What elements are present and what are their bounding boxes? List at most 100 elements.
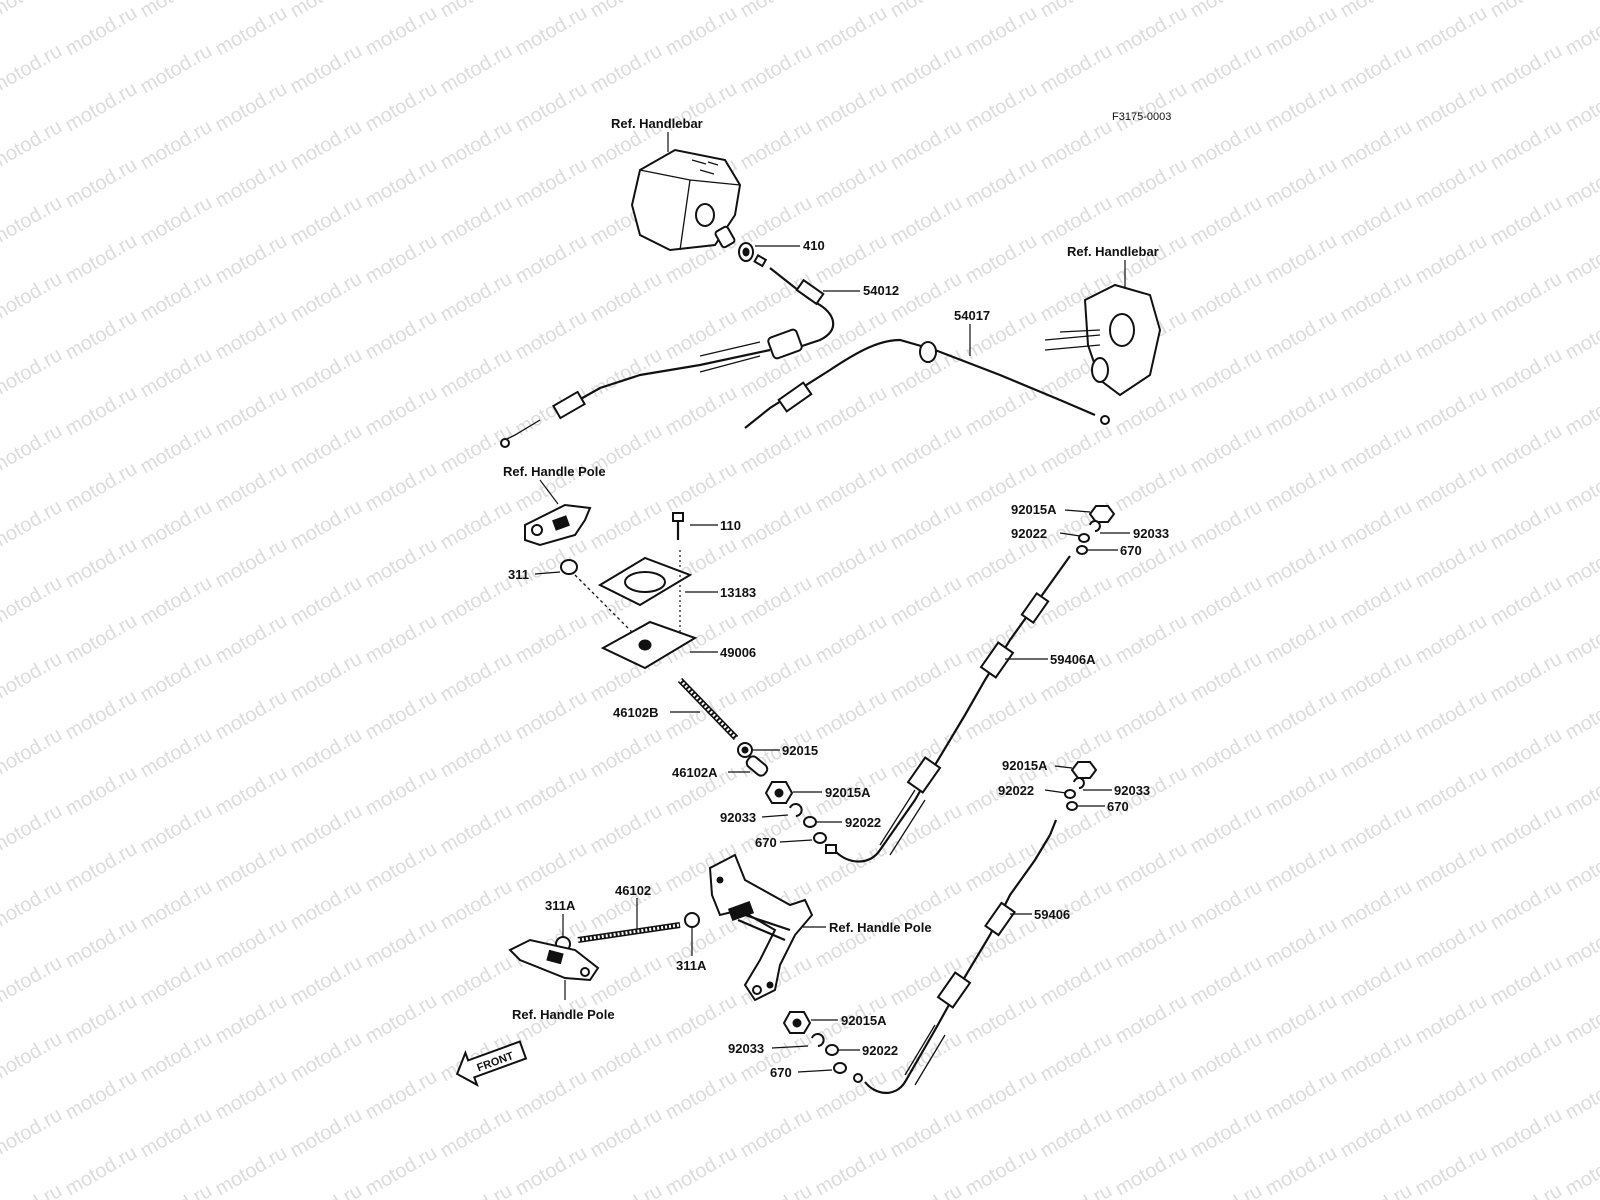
watermark-text: motod.ru xyxy=(887,420,966,479)
watermark-text: motod.ru xyxy=(1487,192,1566,251)
label-92033-r2: 92033 xyxy=(1114,783,1150,798)
watermark-text: motod.ru xyxy=(662,458,741,517)
watermark-text: motod.ru xyxy=(0,116,66,175)
watermark-text: motod.ru xyxy=(287,876,366,935)
watermark-text: motod.ru xyxy=(737,572,816,631)
watermark-text: motod.ru xyxy=(212,762,291,821)
watermark-text: motod.ru xyxy=(212,458,291,517)
watermark-text: motod.ru xyxy=(1262,686,1341,745)
watermark-text: motod.ru xyxy=(212,78,291,137)
watermark-text: motod.ru xyxy=(1337,0,1416,22)
watermark-text: motod.ru xyxy=(1187,572,1266,631)
bolt-110 xyxy=(672,512,684,540)
watermark-text: motod.ru xyxy=(1412,534,1491,593)
watermark-text: motod.ru xyxy=(0,1180,66,1200)
watermark-text: motod.ru xyxy=(962,1142,1041,1200)
watermark-text: motod.ru xyxy=(1187,648,1266,707)
watermark-text: motod.ru xyxy=(1412,610,1491,669)
watermark-text: motod.ru xyxy=(962,1066,1041,1125)
watermark-text: motod.ru xyxy=(1487,952,1566,1011)
watermark-text: motod.ru xyxy=(812,154,891,213)
watermark-text: motod.ru xyxy=(587,40,666,99)
watermark-text: motod.ru xyxy=(812,458,891,517)
watermark-text: motod.ru xyxy=(0,572,66,631)
watermark-text: motod.ru xyxy=(1262,2,1341,61)
watermark-text: motod.ru xyxy=(62,838,141,897)
watermark-text: motod.ru xyxy=(812,78,891,137)
watermark-text: motod.ru xyxy=(1412,990,1491,1049)
watermark-text: motod.ru xyxy=(137,1028,216,1087)
leader-92022-r2 xyxy=(1044,789,1067,794)
watermark-text: motod.ru xyxy=(62,1066,141,1125)
watermark-text: motod.ru xyxy=(62,2,141,61)
label-92022-r2: 92022 xyxy=(998,783,1034,798)
watermark-text: motod.ru xyxy=(812,534,891,593)
watermark-text: motod.ru xyxy=(512,1142,591,1200)
watermark-text: motod.ru xyxy=(512,610,591,669)
watermark-text: motod.ru xyxy=(1187,192,1266,251)
watermark-text: motod.ru xyxy=(1412,230,1491,289)
watermark-text: motod.ru xyxy=(1487,0,1566,22)
watermark-text: motod.ru xyxy=(62,990,141,1049)
watermark-text: motod.ru xyxy=(0,344,66,403)
watermark-text: motod.ru xyxy=(362,762,441,821)
watermark-text: motod.ru xyxy=(1037,420,1116,479)
watermark-text: motod.ru xyxy=(62,230,141,289)
watermark-text: motod.ru xyxy=(1487,572,1566,631)
label-311: 311 xyxy=(508,567,529,582)
watermark-text: motod.ru xyxy=(1487,268,1566,327)
watermark-text: motod.ru xyxy=(1112,154,1191,213)
watermark-text: motod.ru xyxy=(662,1066,741,1125)
watermark-text: motod.ru xyxy=(362,838,441,897)
watermark-text: motod.ru xyxy=(1487,116,1566,175)
watermark-text: motod.ru xyxy=(1037,1180,1116,1200)
watermark-text: motod.ru xyxy=(362,78,441,137)
watermark-text: motod.ru xyxy=(1262,306,1341,365)
watermark-text: motod.ru xyxy=(1487,420,1566,479)
watermark-text: motod.ru xyxy=(1187,724,1266,783)
watermark-text: motod.ru xyxy=(1187,420,1266,479)
label-92033-bot: 92033 xyxy=(728,1041,764,1056)
watermark-text: motod.ru xyxy=(287,648,366,707)
watermark-text: motod.ru xyxy=(587,1028,666,1087)
plate-49006 xyxy=(600,620,698,670)
clip-92033-bot xyxy=(811,1033,825,1047)
watermark-text: motod.ru xyxy=(812,838,891,897)
watermark-text: motod.ru xyxy=(137,344,216,403)
watermark-text: motod.ru xyxy=(1562,382,1600,441)
label-59406A: 59406A xyxy=(1050,652,1096,667)
handle-pole-bracket xyxy=(708,853,814,1002)
watermark-text: motod.ru xyxy=(1262,762,1341,821)
watermark-text: motod.ru xyxy=(137,0,216,22)
watermark-text: motod.ru xyxy=(1262,382,1341,441)
watermark-text: motod.ru xyxy=(0,876,66,935)
watermark-text: motod.ru xyxy=(212,686,291,745)
label-54012: 54012 xyxy=(863,283,899,298)
watermark-text: motod.ru xyxy=(962,990,1041,1049)
watermark-text: motod.ru xyxy=(1337,496,1416,555)
leader-92015A-r2 xyxy=(1054,765,1073,769)
watermark-text: motod.ru xyxy=(362,2,441,61)
watermark-text: motod.ru xyxy=(287,192,366,251)
watermark-text: motod.ru xyxy=(437,40,516,99)
watermark-text: motod.ru xyxy=(287,116,366,175)
watermark-text: motod.ru xyxy=(1112,990,1191,1049)
watermark-text: motod.ru xyxy=(1187,496,1266,555)
rod-46102 xyxy=(577,922,681,943)
watermark-text: motod.ru xyxy=(1412,306,1491,365)
watermark-text: motod.ru xyxy=(287,1104,366,1163)
watermark-text: motod.ru xyxy=(1112,914,1191,973)
watermark-text: motod.ru xyxy=(1337,724,1416,783)
watermark-text: motod.ru xyxy=(212,230,291,289)
watermark-text: motod.ru xyxy=(62,914,141,973)
throttle-cable-54012 xyxy=(500,267,835,448)
watermark-text: motod.ru xyxy=(1262,1066,1341,1125)
watermark-text: motod.ru xyxy=(812,1066,891,1125)
watermark-text: motod.ru xyxy=(137,116,216,175)
watermark-text: motod.ru xyxy=(1112,610,1191,669)
watermark-text: motod.ru xyxy=(212,306,291,365)
watermark-text: motod.ru xyxy=(1262,458,1341,517)
watermark-text: motod.ru xyxy=(287,1028,366,1087)
watermark-text: motod.ru xyxy=(1562,914,1600,973)
